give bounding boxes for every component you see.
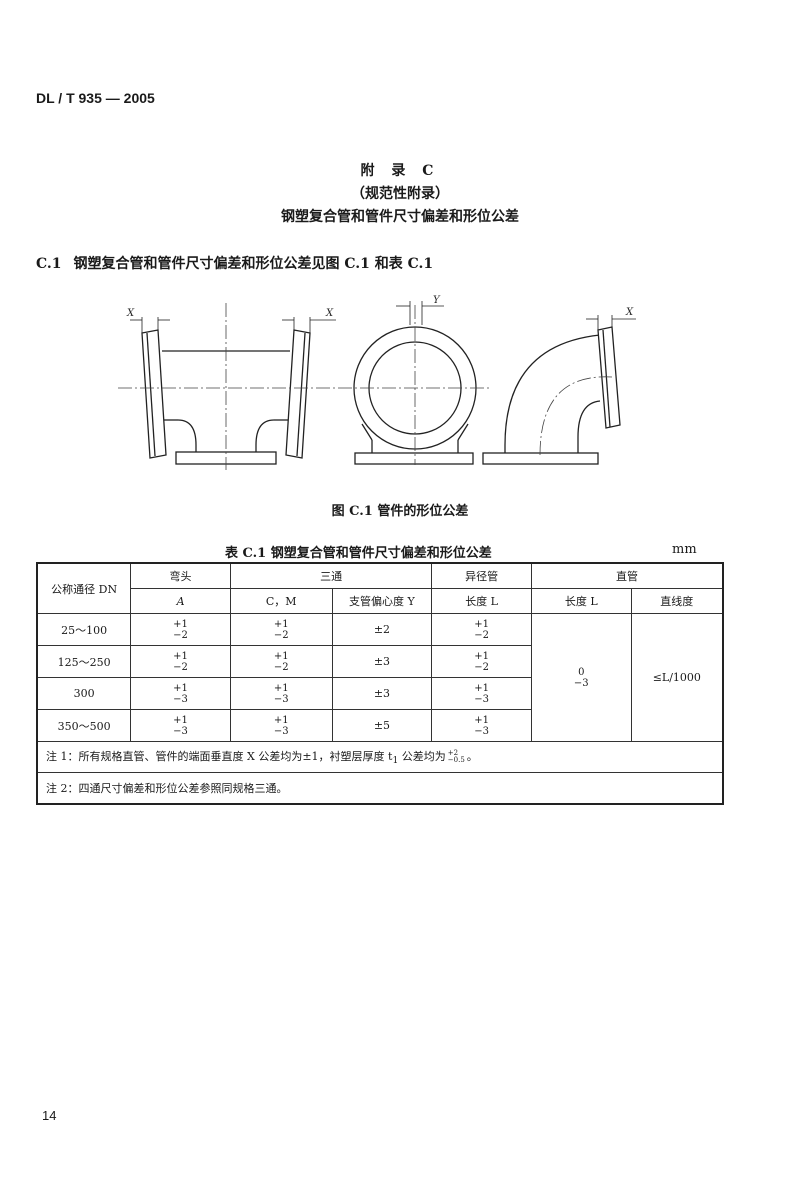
table-note-row: 注 1：所有规格直管、管件的端面垂直度 X 公差均为±1，衬塑层厚度 t1 公差… xyxy=(36,741,724,773)
tol-upper: +1 xyxy=(173,618,188,630)
tol-lower: −3 xyxy=(173,725,188,737)
table-row: 25～100 +1−2 +1−2 ±2 +1−2 0−3 ≤L/1000 xyxy=(36,613,724,742)
tol-lower: −3 xyxy=(273,725,289,737)
tol-lower: −2 xyxy=(474,629,489,641)
header-elbow-a: A xyxy=(130,588,231,614)
note-1-tolerance: +2−0.5 xyxy=(447,748,465,764)
appendix-subtitle: （规范性附录） xyxy=(351,186,449,202)
section-number: C.1 xyxy=(36,256,62,272)
tol-upper: +2 xyxy=(447,748,459,757)
tol-lower: −0.5 xyxy=(447,755,465,764)
cell-tee-cm: +1−3 xyxy=(229,709,333,742)
note-1-end: 。 xyxy=(466,749,478,763)
tol-lower: −2 xyxy=(474,661,489,673)
tol-upper: +1 xyxy=(474,682,489,694)
note-1-text: 注 1：所有规格直管、管件的端面垂直度 X 公差均为±1，衬塑层厚度 t xyxy=(46,749,393,763)
cell-elbow-a: +1−2 xyxy=(130,613,231,646)
tol-upper: +1 xyxy=(474,618,489,630)
table-note-row: 注 2：四通尺寸偏差和形位公差参照同规格三通。 xyxy=(36,772,724,805)
cell-straight-l: 0−3 xyxy=(530,613,632,742)
table-unit: mm xyxy=(672,542,697,557)
appendix-name: 钢塑复合管和管件尺寸偏差和形位公差 xyxy=(281,209,519,225)
tol-lower: −3 xyxy=(474,725,489,737)
appendix-title: 附 录 C xyxy=(360,163,440,179)
tol-lower: −2 xyxy=(173,661,188,673)
header-tee-cm: C，M xyxy=(229,588,333,614)
cell-dn: 300 xyxy=(36,677,132,710)
tol-upper: +1 xyxy=(173,650,188,662)
tol-upper: +1 xyxy=(273,714,289,726)
note-1-mid: 公差均为 xyxy=(398,749,446,763)
cell-dn: 125～250 xyxy=(36,645,132,678)
cell-tee-cm: +1−2 xyxy=(229,613,333,646)
header-straightness: 直线度 xyxy=(630,588,724,614)
cell-reducer-l: +1−3 xyxy=(431,709,532,742)
cell-tee-y: ±5 xyxy=(331,709,433,742)
tol-upper: +1 xyxy=(173,714,188,726)
tolerance-table: 公称通径 DN 弯头 三通 异径管 直管 A C，M 支管偏心度 Y 长度 L … xyxy=(36,562,724,805)
header-reducer: 异径管 xyxy=(431,562,532,589)
header-tee-y: 支管偏心度 Y xyxy=(331,588,433,614)
cell-straightness: ≤L/1000 xyxy=(630,613,724,742)
tol-lower: −2 xyxy=(273,661,289,673)
tol-upper: +1 xyxy=(173,682,188,694)
cell-dn: 25～100 xyxy=(36,613,132,646)
header-dn: 公称通径 DN xyxy=(36,562,132,614)
tol-lower: −3 xyxy=(573,677,589,689)
elbow-fitting xyxy=(482,326,621,465)
page-number: 14 xyxy=(42,1108,57,1123)
cell-dn: 350～500 xyxy=(36,709,132,742)
tol-lower: −2 xyxy=(273,629,289,641)
tol-lower: −2 xyxy=(173,629,188,641)
tol-upper: +1 xyxy=(474,650,489,662)
header-elbow: 弯头 xyxy=(130,562,231,589)
table-header-row: 公称通径 DN 弯头 三通 异径管 直管 xyxy=(36,562,724,614)
cell-tee-y: ±3 xyxy=(331,677,433,710)
table-subheader-row: A C，M 支管偏心度 Y 长度 L 长度 L 直线度 xyxy=(37,588,724,614)
cell-tee-y: ±2 xyxy=(331,613,433,646)
label-y: Y xyxy=(433,295,441,306)
header-tee: 三通 xyxy=(229,562,433,589)
tol-upper: +1 xyxy=(474,714,489,726)
section-heading: C.1 钢塑复合管和管件尺寸偏差和形位公差见图 C.1 和表 C.1 xyxy=(36,253,433,273)
tol-lower: −3 xyxy=(474,693,489,705)
label-x-tee-right: X xyxy=(325,308,334,319)
label-x-elbow: X xyxy=(625,307,634,318)
cell-elbow-a: +1−2 xyxy=(130,645,231,678)
cell-tee-cm: +1−3 xyxy=(229,677,333,710)
table-caption: 表 C.1 钢塑复合管和管件尺寸偏差和形位公差 xyxy=(225,546,492,561)
tol-lower: −3 xyxy=(173,693,188,705)
header-straight-l: 长度 L xyxy=(530,588,632,614)
cell-tee-y: ±3 xyxy=(331,645,433,678)
tol-upper: +1 xyxy=(273,682,289,694)
pipe-fittings-drawing: X X Y X xyxy=(118,295,636,470)
cell-elbow-a: +1−3 xyxy=(130,709,231,742)
cell-reducer-l: +1−2 xyxy=(431,645,532,678)
header-reducer-l: 长度 L xyxy=(431,588,532,614)
cell-reducer-l: +1−3 xyxy=(431,677,532,710)
cell-tee-cm: +1−2 xyxy=(229,645,333,678)
header-straight: 直管 xyxy=(530,562,724,589)
figure-caption: 图 C.1 管件的形位公差 xyxy=(331,504,469,519)
cell-reducer-l: +1−2 xyxy=(431,613,532,646)
cell-elbow-a: +1−3 xyxy=(130,677,231,710)
note-1-subscript: 1 xyxy=(392,755,399,767)
table-row: 300 +1−3 +1−3 ±3 +1−3 xyxy=(36,677,723,710)
note-2: 注 2：四通尺寸偏差和形位公差参照同规格三通。 xyxy=(36,772,724,805)
tol-upper: 0 xyxy=(578,666,585,678)
standard-code: DL / T 935 — 2005 xyxy=(36,90,155,106)
section-text: 钢塑复合管和管件尺寸偏差和形位公差见图 C.1 和表 C.1 xyxy=(73,256,434,272)
tol-upper: +1 xyxy=(273,618,289,630)
table-row: 350～500 +1−3 +1−3 ±5 +1−3 xyxy=(36,709,723,742)
label-x-left: X xyxy=(126,308,135,319)
tol-upper: +1 xyxy=(273,650,289,662)
note-1: 注 1：所有规格直管、管件的端面垂直度 X 公差均为±1，衬塑层厚度 t1 公差… xyxy=(36,741,724,773)
tol-lower: −3 xyxy=(273,693,289,705)
